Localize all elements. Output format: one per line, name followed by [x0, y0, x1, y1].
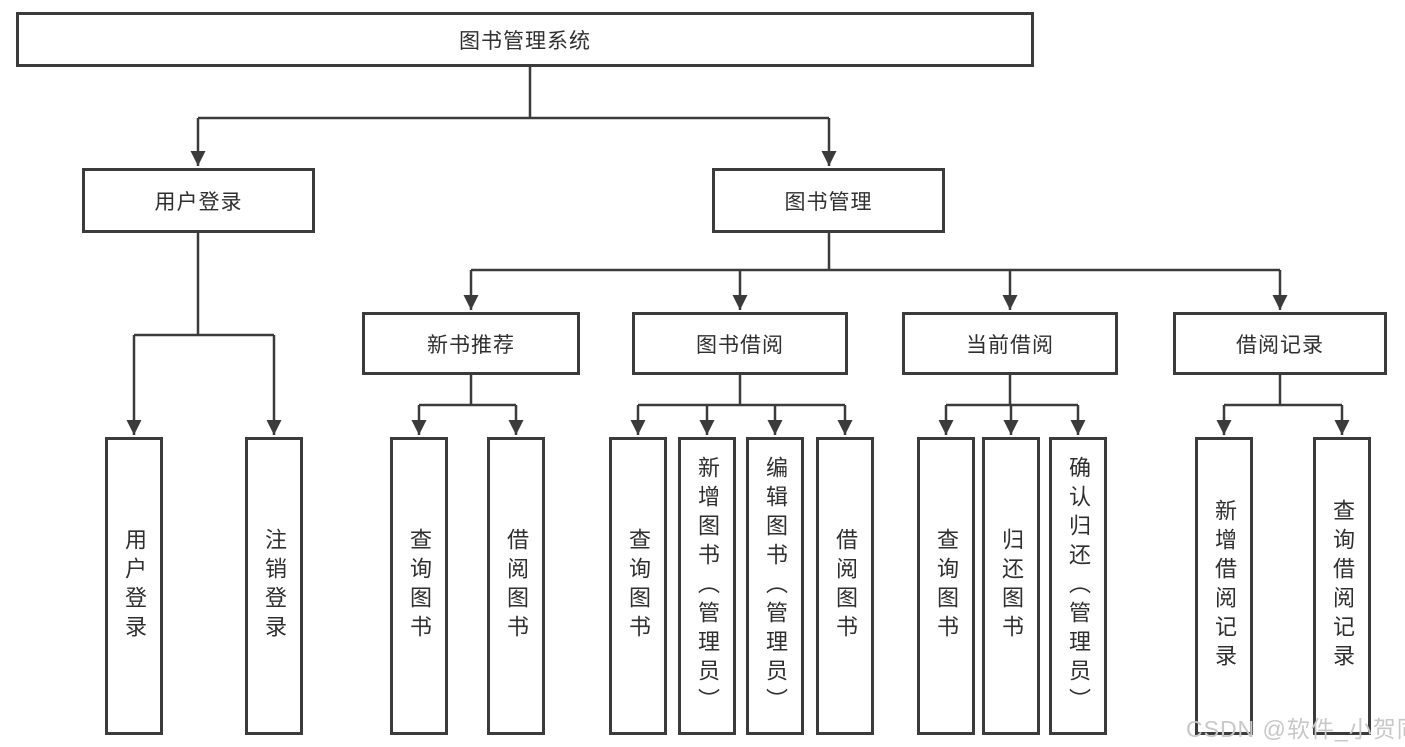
leaf-box-add-books-admin: 新增图书（管理员） [678, 437, 736, 735]
connector-borrow-record-to-leaves [1216, 375, 1350, 435]
leaf-box-confirm-return-admin: 确认归还（管理员） [1049, 437, 1107, 735]
level2-box-book-management: 图书管理 [712, 168, 945, 233]
leaf-box-user-login: 用户登录 [105, 437, 163, 735]
leaf-box-query-books-borrow: 查询图书 [609, 437, 667, 735]
leaf-box-return-books: 归还图书 [982, 437, 1040, 735]
leaf-box-query-books-current: 查询图书 [917, 437, 975, 735]
connector-root-to-level2 [190, 67, 837, 166]
connector-book-borrow-to-leaves [630, 375, 853, 435]
leaf-box-edit-books-admin: 编辑图书（管理员） [746, 437, 804, 735]
connector-user-login-to-leaves [126, 233, 282, 435]
leaf-box-logout: 注销登录 [245, 437, 303, 735]
leaf-box-query-borrow-record: 查询借阅记录 [1313, 437, 1371, 735]
level3-box-new-book-recommend: 新书推荐 [362, 312, 580, 375]
connector-book-management-to-level3 [463, 233, 1288, 310]
level3-box-current-borrow: 当前借阅 [902, 312, 1118, 375]
root-box-library-management-system: 图书管理系统 [16, 12, 1034, 67]
level3-box-borrow-record: 借阅记录 [1173, 312, 1387, 375]
connector-current-borrow-to-leaves [938, 375, 1086, 435]
leaf-box-borrow-books: 借阅图书 [816, 437, 874, 735]
csdn-watermark: CSDN @软件_小贺同学 [1186, 716, 1405, 742]
leaf-box-query-books-recommend: 查询图书 [390, 437, 448, 735]
leaf-box-borrow-books-recommend: 借阅图书 [487, 437, 545, 735]
connector-new-book-recommend-to-leaves [411, 375, 524, 435]
level3-box-book-borrow: 图书借阅 [632, 312, 848, 375]
level2-box-user-login: 用户登录 [82, 168, 315, 233]
leaf-box-add-borrow-record: 新增借阅记录 [1195, 437, 1253, 735]
